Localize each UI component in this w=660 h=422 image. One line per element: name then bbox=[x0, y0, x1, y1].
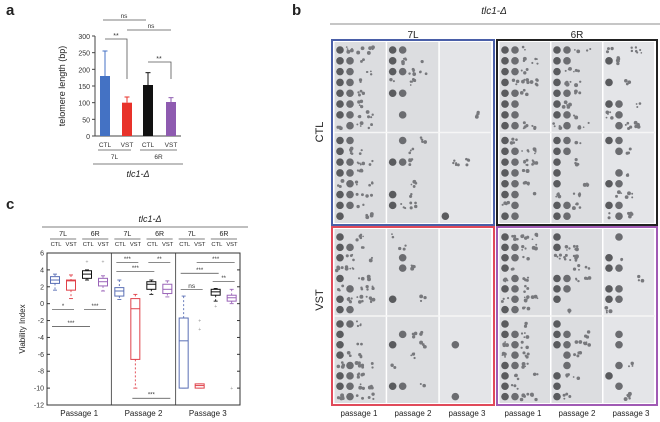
condition-label: VST bbox=[65, 242, 77, 248]
box bbox=[178, 317, 189, 389]
bar bbox=[143, 85, 153, 136]
plot-frame bbox=[46, 252, 241, 406]
significance-label: *** bbox=[91, 304, 99, 310]
y-tick-label: -10 bbox=[34, 386, 44, 393]
group-label-6R: 6R bbox=[571, 30, 584, 41]
group-label: 6R bbox=[154, 154, 163, 161]
telomere-length-bar-chart: 0 50 100 150 200 250 300 telomere length (bp) CT… bbox=[57, 13, 183, 179]
significance-label: ** bbox=[221, 276, 226, 282]
box bbox=[66, 279, 76, 291]
group-label: 7L bbox=[111, 154, 119, 161]
box bbox=[130, 298, 141, 360]
row-label-ctl: CTL bbox=[314, 122, 326, 143]
y-tick-label: 150 bbox=[78, 84, 90, 91]
y-tick-label: -8 bbox=[38, 369, 44, 376]
box-vst-6r bbox=[496, 226, 658, 406]
panel-a-label: a bbox=[6, 2, 15, 19]
svg-text:**: ** bbox=[156, 56, 162, 63]
svg-text:+: + bbox=[230, 386, 233, 392]
y-tick-label: 2 bbox=[40, 284, 44, 291]
box bbox=[114, 287, 125, 297]
x-tick-label: VST bbox=[121, 142, 134, 149]
significance-label: *** bbox=[124, 257, 132, 263]
condition-label: CTL bbox=[179, 242, 191, 248]
y-tick-label: 200 bbox=[78, 67, 90, 74]
condition-label: CTL bbox=[51, 242, 63, 248]
condition-label: VST bbox=[130, 242, 142, 248]
significance-label: ** bbox=[157, 257, 162, 263]
row-label-vst: VST bbox=[314, 289, 326, 311]
box-ctl-7l bbox=[331, 39, 495, 226]
x-tick-label: CTL bbox=[99, 142, 112, 149]
y-tick-label: -12 bbox=[34, 403, 44, 410]
condition-label: CTL bbox=[115, 242, 127, 248]
condition-label: VST bbox=[162, 242, 174, 248]
y-tick-label: 100 bbox=[78, 101, 90, 108]
svg-text:ns: ns bbox=[148, 23, 156, 30]
passage-label: Passage 3 bbox=[189, 409, 227, 418]
group-label: 7L bbox=[124, 231, 132, 238]
y-tick-label: -6 bbox=[38, 352, 44, 359]
passage-label: Passage 1 bbox=[60, 409, 98, 418]
column-label: passage 1 bbox=[341, 409, 378, 418]
svg-text:+: + bbox=[214, 304, 217, 310]
significance-label: * bbox=[62, 304, 65, 310]
svg-text:+: + bbox=[102, 259, 105, 265]
svg-text:+: + bbox=[86, 259, 89, 265]
svg-text:+: + bbox=[198, 319, 201, 325]
group-label-7L: 7L bbox=[407, 30, 419, 41]
y-tick-label: 250 bbox=[78, 51, 90, 58]
group-label: 6R bbox=[219, 231, 228, 238]
significance-label: *** bbox=[148, 393, 156, 399]
group-label: 6R bbox=[155, 231, 164, 238]
y-tick-label: 0 bbox=[40, 301, 44, 308]
group-label: 7L bbox=[59, 231, 67, 238]
spot-assay-title: tlc1-Δ bbox=[481, 6, 507, 17]
group-label: 7L bbox=[188, 231, 196, 238]
group-label: 6R bbox=[91, 231, 100, 238]
passage-label: Passage 2 bbox=[125, 409, 163, 418]
bar bbox=[122, 102, 132, 136]
condition-label: VST bbox=[194, 242, 206, 248]
svg-text:**: ** bbox=[113, 33, 119, 40]
column-label: passage 2 bbox=[395, 409, 432, 418]
condition-label: CTL bbox=[147, 242, 159, 248]
significance-label: *** bbox=[132, 266, 140, 272]
box-ctl-6r bbox=[496, 39, 658, 226]
panel-c-label: c bbox=[6, 196, 15, 213]
condition-label: CTL bbox=[211, 242, 223, 248]
x-tick-label: CTL bbox=[142, 142, 155, 149]
chart-title: tlc1-Δ bbox=[138, 214, 161, 224]
box-vst-7l bbox=[331, 226, 495, 406]
significance-label: *** bbox=[212, 257, 220, 263]
column-label: passage 3 bbox=[613, 409, 650, 418]
significance-label: ns bbox=[188, 283, 196, 290]
y-tick-label: 0 bbox=[86, 134, 90, 141]
y-tick-label: 300 bbox=[78, 34, 90, 41]
svg-text:ns: ns bbox=[121, 13, 129, 20]
condition-label: CTL bbox=[83, 242, 95, 248]
x-tick-label: VST bbox=[165, 142, 178, 149]
column-label: passage 3 bbox=[449, 409, 486, 418]
y-tick-label: 6 bbox=[40, 251, 44, 258]
y-axis-title: Viability Index bbox=[18, 304, 27, 353]
y-tick-label: -4 bbox=[38, 335, 44, 342]
significance-label: *** bbox=[196, 268, 204, 274]
bar bbox=[100, 76, 110, 136]
condition-label: VST bbox=[226, 242, 238, 248]
condition-label: VST bbox=[98, 242, 110, 248]
y-axis-title: telomere length (bp) bbox=[57, 46, 67, 127]
column-label: passage 1 bbox=[505, 409, 542, 418]
y-tick-label: -2 bbox=[38, 318, 44, 325]
y-tick-label: 4 bbox=[40, 267, 44, 274]
column-label: passage 2 bbox=[559, 409, 596, 418]
significance-label: *** bbox=[67, 321, 75, 327]
bar bbox=[166, 102, 176, 136]
strain-label: tlc1-Δ bbox=[126, 169, 149, 179]
panel-b-label: b bbox=[292, 2, 302, 19]
svg-text:+: + bbox=[198, 327, 201, 333]
box bbox=[146, 281, 157, 290]
y-tick-label: 50 bbox=[82, 117, 90, 124]
